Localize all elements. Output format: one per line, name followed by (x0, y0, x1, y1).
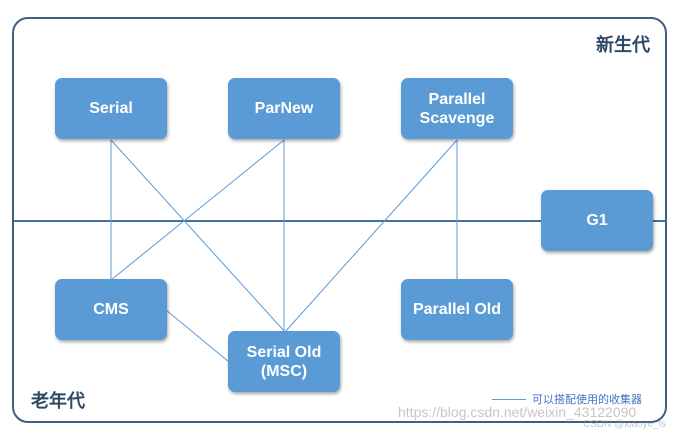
node-g1-label: G1 (586, 212, 608, 229)
node-serial-old-label: Serial Old (MSC) (246, 343, 322, 380)
node-serial-old: Serial Old (MSC) (228, 331, 340, 392)
watermark-credit: CSDN @xiaoye_ls (583, 419, 666, 430)
node-g1: G1 (541, 190, 653, 251)
node-serial: Serial (55, 78, 167, 139)
node-parallel-old-label: Parallel Old (412, 301, 502, 318)
node-parallel-scavenge: Parallel Scavenge (401, 78, 513, 139)
node-parallel-old: Parallel Old (401, 279, 513, 340)
legend-text: 可以搭配使用的收集器 (532, 394, 642, 406)
legend: 可以搭配使用的收集器 (492, 391, 642, 407)
node-serial-label: Serial (89, 100, 133, 117)
link-cms-serialold (165, 309, 230, 363)
link-serial-serialold (110, 139, 286, 333)
node-parnew-label: ParNew (254, 100, 314, 117)
node-parnew: ParNew (228, 78, 340, 139)
node-cms: CMS (55, 279, 167, 340)
watermark-url: https://blog.csdn.net/weixin_43122090 (398, 404, 637, 420)
node-parallel-scavenge-label: Parallel Scavenge (419, 90, 495, 127)
old-generation-label: 老年代 (31, 391, 85, 411)
young-generation-label: 新生代 (596, 35, 650, 55)
node-cms-label: CMS (93, 301, 129, 318)
legend-line-icon (492, 398, 526, 400)
link-scavenge-serialold (284, 139, 458, 333)
link-parnew-cms (110, 139, 285, 281)
